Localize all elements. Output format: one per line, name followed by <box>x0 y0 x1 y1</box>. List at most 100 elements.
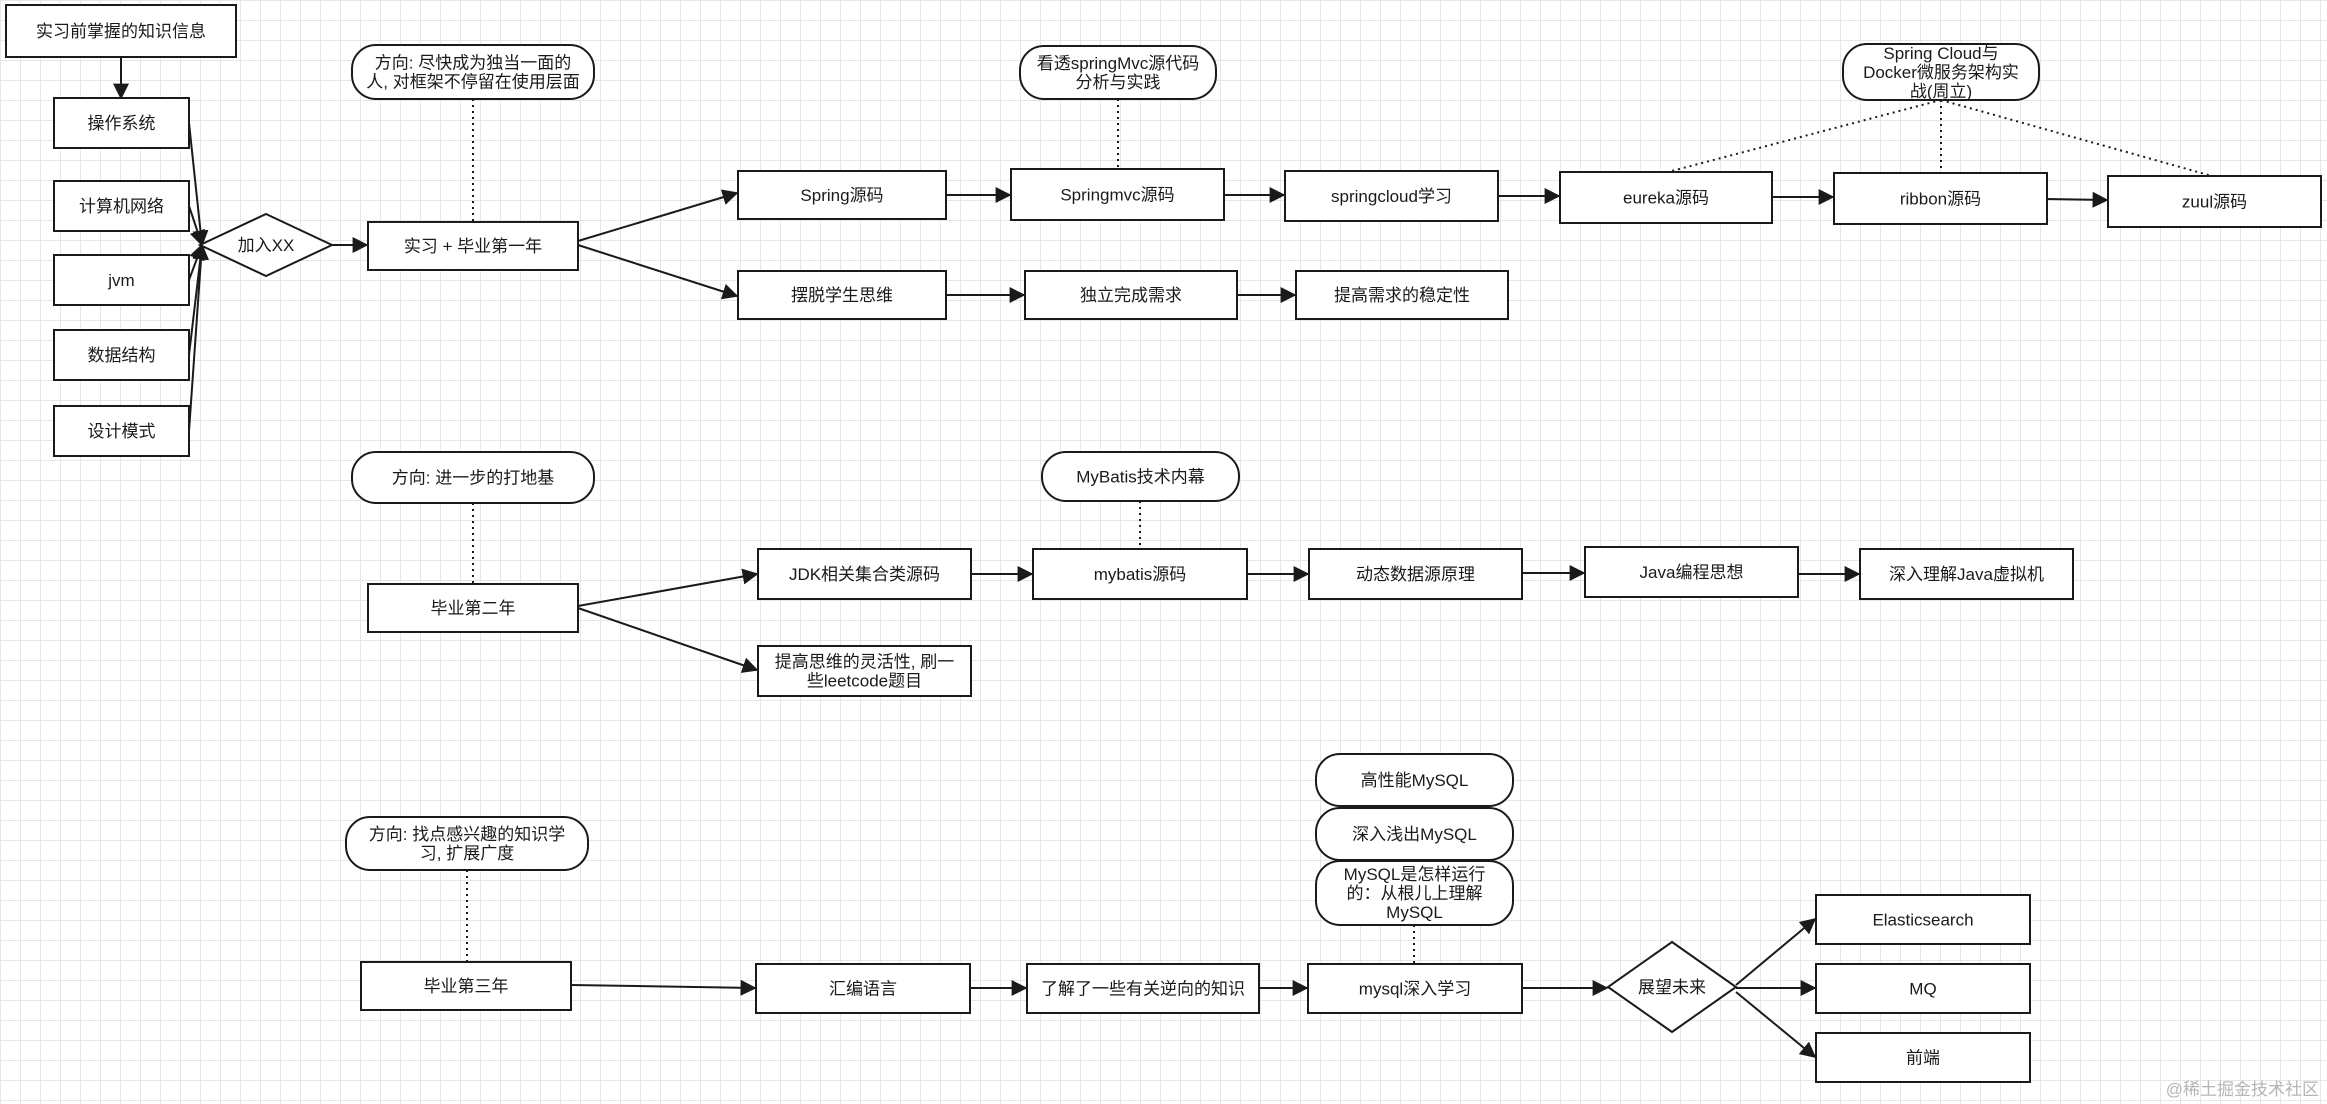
node-eureka[interactable]: eureka源码 <box>1559 171 1773 224</box>
node-mybatis-book[interactable]: MyBatis技术内幕 <box>1041 451 1240 502</box>
node-independent-label-line: 独立完成需求 <box>1080 286 1182 305</box>
arrow-future-to-elasticsearch <box>1735 917 1817 986</box>
node-stability-label: 提高需求的稳定性 <box>1334 286 1470 305</box>
node-assembly-label-line: 汇编语言 <box>829 980 897 999</box>
node-java-thinking-shape <box>1584 546 1799 598</box>
node-year3-direction[interactable]: 方向: 找点感兴趣的知识学习, 扩展广度 <box>345 816 589 871</box>
node-mysql-study[interactable]: mysql深入学习 <box>1307 963 1523 1014</box>
node-mysql-how-shape <box>1315 860 1514 926</box>
node-high-perf-mysql[interactable]: 高性能MySQL <box>1315 753 1514 807</box>
node-data-structures-label-line: 数据结构 <box>88 346 156 365</box>
node-assembly-shape <box>755 963 971 1014</box>
node-springcloud-book-label-line: Spring Cloud与 <box>1883 44 1998 63</box>
node-jvm-deep[interactable]: 深入理解Java虚拟机 <box>1859 548 2074 600</box>
node-ribbon[interactable]: ribbon源码 <box>1833 172 2048 225</box>
node-stability-shape <box>1295 270 1509 320</box>
node-springmvc-book[interactable]: 看透springMvc源代码分析与实践 <box>1019 45 1217 100</box>
node-zuul[interactable]: zuul源码 <box>2107 175 2322 228</box>
node-independent[interactable]: 独立完成需求 <box>1024 270 1238 320</box>
node-os[interactable]: 操作系统 <box>53 97 190 149</box>
node-mq-shape <box>1815 963 2031 1014</box>
node-frontend[interactable]: 前端 <box>1815 1032 2031 1083</box>
node-student-mindset[interactable]: 摆脱学生思维 <box>737 270 947 320</box>
node-design-patterns-label: 设计模式 <box>88 422 156 441</box>
node-springmvc-source-label-line: Springmvc源码 <box>1060 186 1174 205</box>
node-dynamic-datasource-shape <box>1308 548 1523 600</box>
node-spring-source-shape <box>737 170 947 220</box>
node-ribbon-label-line: ribbon源码 <box>1900 190 1981 209</box>
node-springcloud-study-label: springcloud学习 <box>1331 187 1452 206</box>
node-leetcode-label-line: 提高思维的灵活性, 刷一 <box>775 653 954 672</box>
node-year1[interactable]: 实习 + 毕业第一年 <box>367 221 579 271</box>
node-spring-source[interactable]: Spring源码 <box>737 170 947 220</box>
node-jdk-collections[interactable]: JDK相关集合类源码 <box>757 548 972 600</box>
arrow-year1-to-spring-source <box>577 189 739 242</box>
node-java-thinking[interactable]: Java编程思想 <box>1584 546 1799 598</box>
node-os-label: 操作系统 <box>88 114 156 133</box>
node-year2[interactable]: 毕业第二年 <box>367 583 579 633</box>
node-prior-knowledge[interactable]: 实习前掌握的知识信息 <box>5 4 237 58</box>
node-stability[interactable]: 提高需求的稳定性 <box>1295 270 1509 320</box>
node-os-shape <box>53 97 190 149</box>
node-springcloud-book-label-line: 战(周立) <box>1910 82 1972 101</box>
node-mysql-deep[interactable]: 深入浅出MySQL <box>1315 807 1514 861</box>
node-elasticsearch-label-line: Elasticsearch <box>1872 911 1973 930</box>
node-springcloud-study[interactable]: springcloud学习 <box>1284 170 1499 222</box>
node-elasticsearch[interactable]: Elasticsearch <box>1815 894 2031 945</box>
node-assembly-label: 汇编语言 <box>829 980 897 999</box>
node-leetcode-shape <box>757 645 972 697</box>
node-elasticsearch-label: Elasticsearch <box>1872 911 1973 930</box>
node-zuul-label: zuul源码 <box>2182 193 2247 212</box>
node-reverse[interactable]: 了解了一些有关逆向的知识 <box>1026 963 1260 1014</box>
node-mybatis-source-shape <box>1032 548 1248 600</box>
node-year3[interactable]: 毕业第三年 <box>360 961 572 1011</box>
node-assembly[interactable]: 汇编语言 <box>755 963 971 1014</box>
node-dynamic-datasource[interactable]: 动态数据源原理 <box>1308 548 1523 600</box>
arrow-os-to-join <box>188 122 209 247</box>
node-mysql-how-label-line: MySQL <box>1386 903 1443 922</box>
node-jvm[interactable]: jvm <box>53 254 190 306</box>
node-year3-direction-label: 方向: 找点感兴趣的知识学习, 扩展广度 <box>369 825 565 863</box>
node-year1-label-line: 实习 + 毕业第一年 <box>404 237 542 256</box>
node-mq[interactable]: MQ <box>1815 963 2031 1014</box>
arrow-year3-to-assembly <box>570 979 757 996</box>
node-year3-direction-shape <box>345 816 589 871</box>
node-year1-label: 实习 + 毕业第一年 <box>404 237 542 256</box>
node-springmvc-source[interactable]: Springmvc源码 <box>1010 168 1225 221</box>
node-future-shape <box>1606 940 1738 1034</box>
node-springmvc-book-label: 看透springMvc源代码分析与实践 <box>1037 54 1199 92</box>
node-year2-direction-label: 方向: 进一步的打地基 <box>392 469 554 488</box>
node-springcloud-book-shape <box>1842 43 2040 101</box>
node-year2-direction[interactable]: 方向: 进一步的打地基 <box>351 451 595 504</box>
node-year3-shape <box>360 961 572 1011</box>
node-leetcode[interactable]: 提高思维的灵活性, 刷一些leetcode题目 <box>757 645 972 697</box>
node-mybatis-source[interactable]: mybatis源码 <box>1032 548 1248 600</box>
node-dynamic-datasource-label: 动态数据源原理 <box>1356 565 1475 584</box>
arrow-future-to-frontend <box>1735 991 1817 1059</box>
node-data-structures[interactable]: 数据结构 <box>53 329 190 381</box>
node-future[interactable]: 展望未来 <box>1606 940 1738 1034</box>
node-network[interactable]: 计算机网络 <box>53 180 190 232</box>
node-year3-direction-label-line: 方向: 找点感兴趣的知识学 <box>369 825 565 844</box>
node-year2-label-line: 毕业第二年 <box>431 599 516 618</box>
node-independent-label: 独立完成需求 <box>1080 286 1182 305</box>
node-jvm-label-line: jvm <box>107 271 134 290</box>
node-jdk-collections-label-line: JDK相关集合类源码 <box>789 565 940 584</box>
node-springmvc-book-shape <box>1019 45 1217 100</box>
node-ribbon-label: ribbon源码 <box>1900 190 1981 209</box>
node-reverse-label: 了解了一些有关逆向的知识 <box>1041 980 1245 999</box>
node-mysql-study-label-line: mysql深入学习 <box>1359 980 1471 999</box>
node-future-label: 展望未来 <box>1638 978 1706 997</box>
arrow-year2-to-jdk-collections <box>577 568 759 607</box>
node-springmvc-source-label: Springmvc源码 <box>1060 186 1174 205</box>
node-network-shape <box>53 180 190 232</box>
node-year1-shape <box>367 221 579 271</box>
node-design-patterns[interactable]: 设计模式 <box>53 405 190 457</box>
node-high-perf-mysql-label: 高性能MySQL <box>1361 771 1469 790</box>
node-java-thinking-label: Java编程思想 <box>1640 563 1744 582</box>
node-year1-direction[interactable]: 方向: 尽快成为独当一面的人, 对框架不停留在使用层面 <box>351 44 595 100</box>
node-join[interactable]: 加入XX <box>197 212 335 278</box>
